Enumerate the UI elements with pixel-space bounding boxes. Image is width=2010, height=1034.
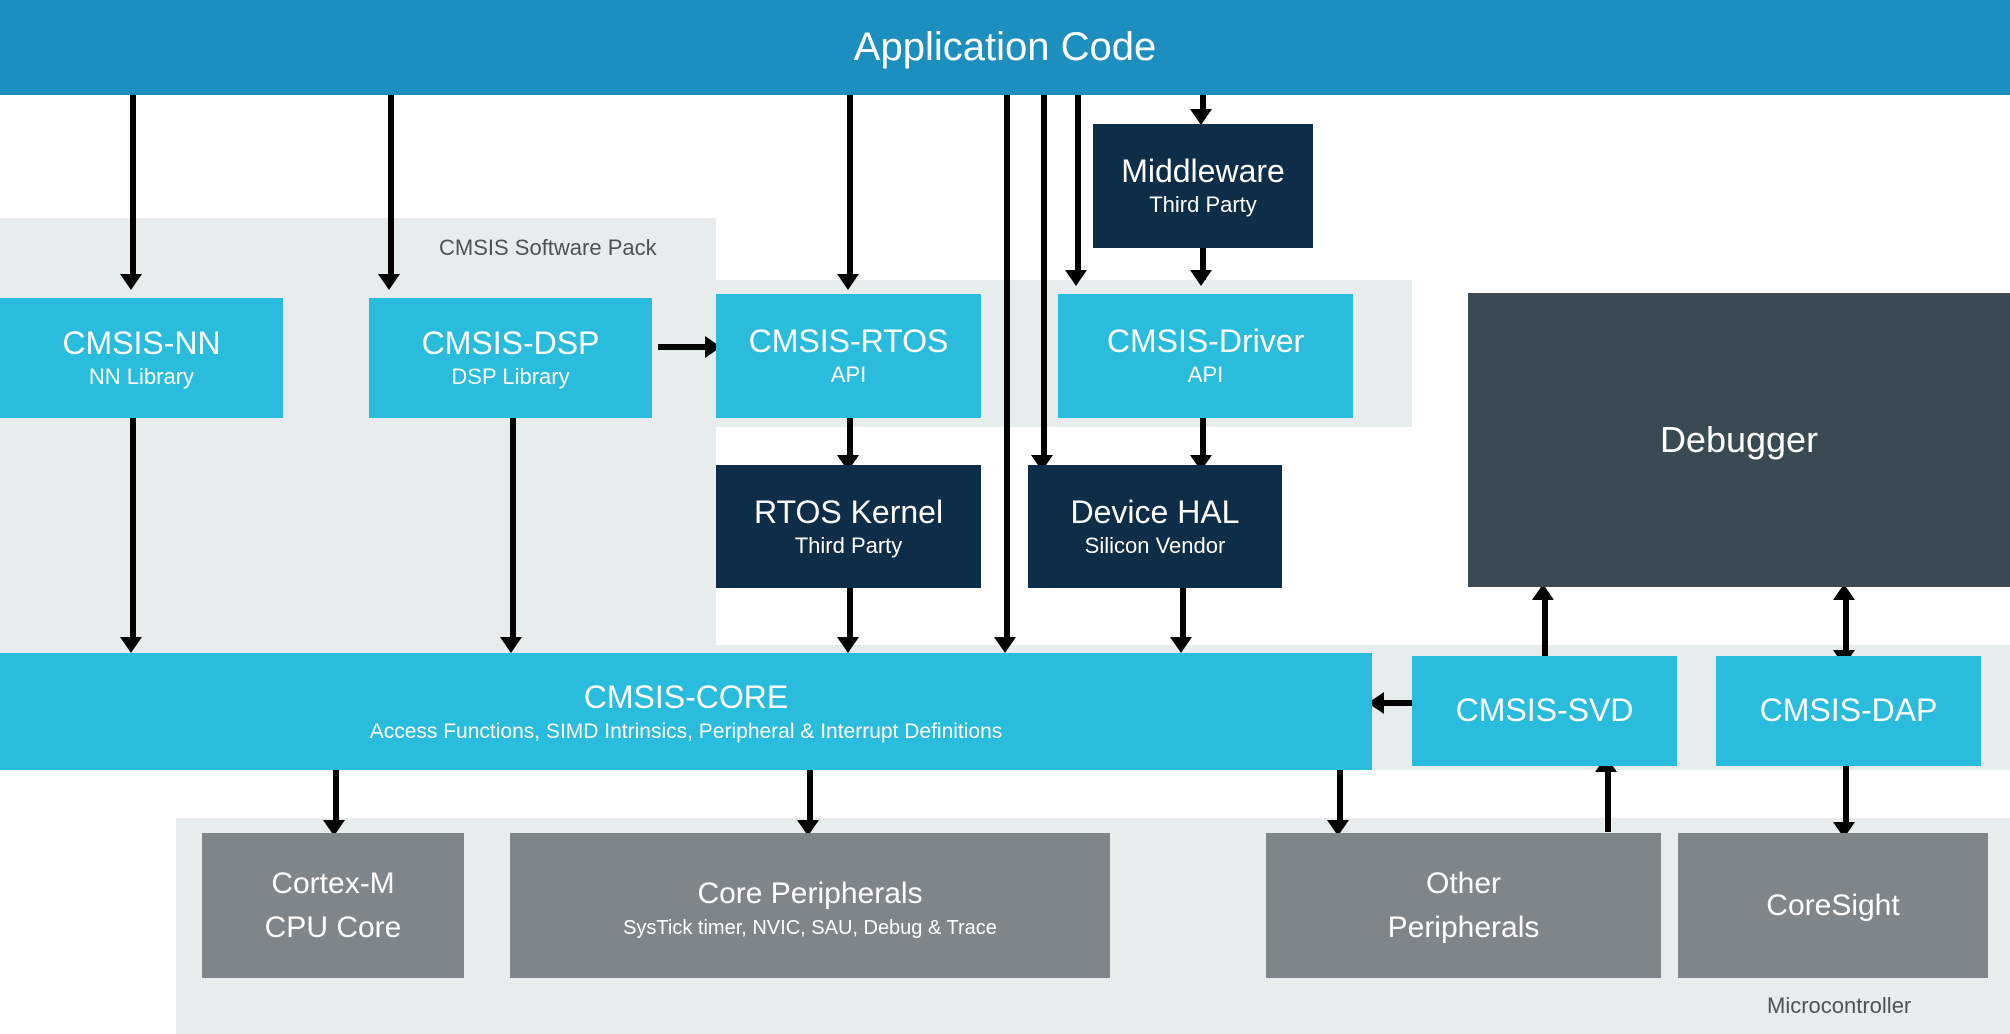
node-cmsis-dap[interactable]: CMSIS-DAP [1716,656,1981,766]
connector-dap-to-coresight [1843,760,1849,828]
node-core-peripherals-subtitle: SysTick timer, NVIC, SAU, Debug & Trace [623,917,997,940]
arrow-middleware-to-driver [1190,270,1212,286]
connector-core-to-other [1337,770,1343,826]
arrow-kernel-to-core [837,637,859,653]
connector-core-to-cpu [333,770,339,826]
connector-driver-to-hal [1200,418,1206,461]
connector-app-to-device-hal [1041,70,1047,461]
node-other-peripherals[interactable]: Other Peripherals [1266,833,1661,978]
node-other-peripherals-title: Other [1425,867,1502,900]
connector-app-to-driver [1075,70,1081,276]
node-debugger[interactable]: Debugger [1468,293,2010,587]
connector-dsp-to-rtos [658,344,708,350]
node-rtos-kernel[interactable]: RTOS Kernel Third Party [716,465,981,588]
arrow-dsp-to-core [500,637,522,653]
arrow-core-to-other [1327,820,1349,836]
arrow-app-to-driver [1065,270,1087,286]
node-device-hal-subtitle: Silicon Vendor [1084,532,1226,558]
connector-rtos-to-kernel [847,418,853,461]
node-cmsis-nn[interactable]: CMSIS-NN NN Library [0,298,283,418]
arrow-core-to-peripherals [797,820,819,836]
node-cortex-m-title: Cortex-M [271,867,395,900]
connector-app-to-core-direct [1004,70,1010,643]
arrow-nn-to-core [120,637,142,653]
connector-app-to-nn [130,94,136,280]
node-cmsis-rtos[interactable]: CMSIS-RTOS API [716,294,981,418]
node-cmsis-dsp[interactable]: CMSIS-DSP DSP Library [369,298,652,418]
node-core-peripherals-title: Core Peripherals [697,876,923,910]
connector-kernel-to-core [847,588,853,643]
connector-middleware-to-driver [1200,248,1206,280]
connector-svd-to-debugger [1542,600,1548,656]
node-cmsis-core-subtitle: Access Functions, SIMD Intrinsics, Perip… [369,719,1003,743]
node-core-peripherals[interactable]: Core Peripherals SysTick timer, NVIC, SA… [510,833,1110,978]
connector-debugger-to-dap [1843,600,1849,656]
software-pack-band-outer [0,218,716,650]
node-cortex-m[interactable]: Cortex-M CPU Core [202,833,464,978]
node-rtos-kernel-title: RTOS Kernel [753,493,944,530]
connector-svd-to-core [1380,700,1438,706]
node-cmsis-dsp-title: CMSIS-DSP [421,325,600,362]
node-middleware[interactable]: Middleware Third Party [1093,124,1313,248]
node-cmsis-driver-title: CMSIS-Driver [1106,323,1305,360]
node-cmsis-rtos-subtitle: API [830,362,867,388]
caption-microcontroller: Microcontroller [1767,993,1912,1018]
node-cmsis-svd[interactable]: CMSIS-SVD [1412,656,1677,766]
node-cmsis-dsp-subtitle: DSP Library [451,364,570,390]
arrow-debugger-up [1833,584,1855,600]
connector-nn-to-core [130,418,136,643]
node-middleware-subtitle: Third Party [1149,192,1257,218]
arrow-app-to-rtos [837,274,859,290]
node-cortex-m-subtitle: CPU Core [264,910,402,944]
software-pack-band-upper [0,218,716,280]
arrow-hal-to-core [1170,637,1192,653]
connector-app-to-rtos [847,94,853,280]
arrow-svd-to-core [1368,692,1384,714]
caption-software-pack: CMSIS Software Pack [439,235,657,260]
node-cmsis-driver[interactable]: CMSIS-Driver API [1058,294,1353,418]
node-application-code[interactable]: Application Code [0,0,2010,95]
node-cmsis-core-title: CMSIS-CORE [583,678,789,715]
arrow-app-to-middleware [1190,109,1212,125]
connector-app-to-dsp [388,94,394,280]
arrow-app-to-dsp [378,274,400,290]
node-middleware-title: Middleware [1121,153,1285,190]
arrow-app-to-nn [120,274,142,290]
node-cmsis-rtos-title: CMSIS-RTOS [748,323,949,360]
node-debugger-title: Debugger [1659,418,1819,460]
node-device-hal-title: Device HAL [1070,493,1240,530]
node-cmsis-dap-title: CMSIS-DAP [1759,692,1938,729]
node-cmsis-driver-subtitle: API [1187,362,1224,388]
node-cmsis-nn-subtitle: NN Library [88,364,195,390]
node-rtos-kernel-subtitle: Third Party [794,532,903,558]
connector-dsp-to-core [510,418,516,643]
node-coresight-title: CoreSight [1766,888,1900,922]
connector-hal-to-core [1180,588,1186,643]
connector-otherperiph-to-svd [1605,770,1611,832]
node-cmsis-nn-title: CMSIS-NN [62,325,221,362]
arrow-app-to-core-direct [994,637,1016,653]
node-other-peripherals-subtitle: Peripherals [1387,910,1540,944]
node-cmsis-core[interactable]: CMSIS-CORE Access Functions, SIMD Intrin… [0,653,1372,770]
node-application-code-title: Application Code [853,25,1157,70]
arrow-core-to-cpu [323,820,345,836]
arrow-svd-to-debugger [1532,584,1554,600]
node-device-hal[interactable]: Device HAL Silicon Vendor [1028,465,1282,588]
node-cmsis-svd-title: CMSIS-SVD [1455,692,1634,729]
node-coresight[interactable]: CoreSight [1678,833,1988,978]
connector-core-to-peripherals [807,770,813,826]
